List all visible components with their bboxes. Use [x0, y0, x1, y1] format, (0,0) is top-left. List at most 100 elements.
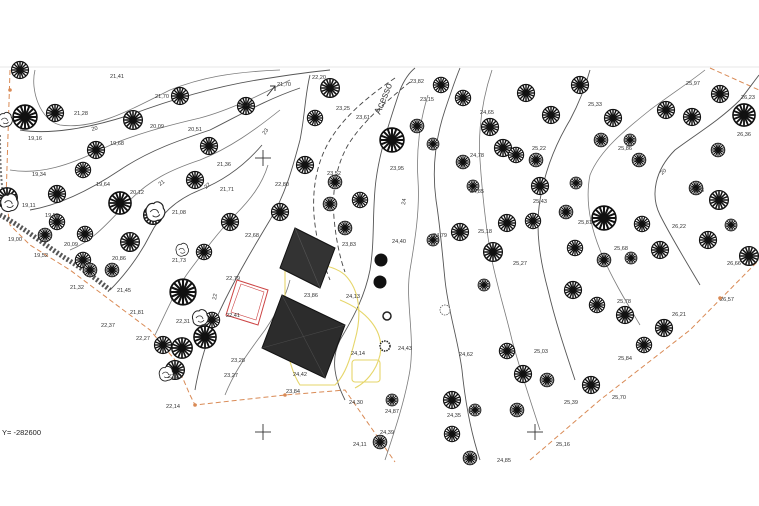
elevation-label: 24,87 [385, 409, 399, 415]
elevation-label: 19,00 [8, 237, 22, 243]
tree-icon [513, 364, 533, 384]
elevation-label: 21,70 [155, 94, 169, 100]
tree-icon [86, 140, 106, 160]
elevation-label: 19,68 [110, 141, 124, 147]
bush-icon [0, 111, 13, 128]
elevation-label: 25,97 [686, 81, 700, 87]
elevation-label: 25,43 [533, 199, 547, 205]
elevation-label: 20,09 [150, 124, 164, 130]
elevation-label: 21,18 [238, 102, 252, 108]
tree-icon [654, 318, 674, 338]
tree-icon [185, 170, 205, 190]
elevation-label: 23,86 [304, 293, 318, 299]
elevation-label: 22,41 [226, 313, 240, 319]
elevation-label: 19,11 [22, 203, 36, 209]
tree-icon [443, 425, 461, 443]
tree-icon [432, 76, 450, 94]
tree-icon [119, 231, 141, 253]
tree-icon [724, 218, 738, 232]
elevation-label: 25,81 [578, 220, 592, 226]
elevation-label: 25,22 [532, 146, 546, 152]
tree-icon [379, 127, 405, 153]
elevation-label: 24,11 [353, 442, 367, 448]
elevation-label: 21,08 [172, 210, 186, 216]
tree-icon [623, 133, 637, 147]
tree-icon [530, 176, 550, 196]
elevation-label: 23,82 [410, 79, 424, 85]
contour-label: 22 [212, 293, 219, 300]
elevation-label: 21,73 [172, 258, 186, 264]
tree-icon [563, 280, 583, 300]
contour-label: 20 [659, 168, 668, 177]
point-marker [373, 275, 387, 289]
contour-label: 23 [262, 128, 270, 137]
elevation-label: 20,51 [188, 127, 202, 133]
tree-icon [455, 154, 471, 170]
tree-icon [528, 152, 544, 168]
elevation-label: 22,37 [101, 323, 115, 329]
bush-icon [145, 201, 166, 222]
tree-icon [631, 152, 647, 168]
tree-icon [45, 103, 65, 123]
elevation-label: 23,52 [327, 171, 341, 177]
tree-icon [306, 109, 324, 127]
boundary-markers [8, 88, 722, 407]
tree-icon [426, 137, 440, 151]
tree-icon [351, 191, 369, 209]
elevation-label: 21,45 [117, 288, 131, 294]
elevation-label: 24,79 [433, 233, 447, 239]
tree-icon [558, 204, 574, 220]
bush-icon [0, 193, 19, 213]
elevation-label: 26,36 [737, 132, 751, 138]
tree-icon [698, 230, 718, 250]
tree-icon [108, 191, 132, 215]
point-marker [379, 340, 391, 352]
north-arrow-icon [266, 85, 276, 97]
tree-icon [591, 205, 617, 231]
tree-icon [498, 342, 516, 360]
tree-icon [524, 212, 542, 230]
tree-icon [295, 155, 315, 175]
road-edge [0, 134, 112, 292]
elevation-label: 23,15 [420, 97, 434, 103]
tree-icon [516, 83, 536, 103]
contour-label: 22 [203, 182, 212, 191]
tree-icon [507, 146, 525, 164]
elevation-label: 25,18 [478, 229, 492, 235]
tree-icon [450, 222, 470, 242]
elevation-label: 25,78 [617, 299, 631, 305]
buildings [225, 227, 346, 379]
tree-icon [454, 89, 472, 107]
tree-icon [480, 117, 500, 137]
elevation-label: 23,28 [231, 358, 245, 364]
tree-icon [462, 450, 478, 466]
elevation-label: 24,42 [293, 372, 307, 378]
elevation-label: 26,23 [741, 95, 755, 101]
tree-icon [588, 296, 606, 314]
tree-icon [170, 86, 190, 106]
elevation-label: 19,52 [34, 253, 48, 259]
elevation-label: 19,16 [28, 136, 42, 142]
tree-icon [122, 109, 144, 131]
elevation-label: 24,30 [349, 400, 363, 406]
elevation-label: 23,61 [356, 115, 370, 121]
tree-icon [581, 375, 601, 395]
elevation-label: 21,71 [220, 187, 234, 193]
tree-icon [482, 241, 504, 263]
tree-icon [593, 132, 609, 148]
elevation-label: 25,39 [564, 400, 578, 406]
tree-icon [710, 84, 730, 104]
elevation-label: 22,27 [136, 336, 150, 342]
tree-icon [477, 278, 491, 292]
tree-icon [170, 336, 194, 360]
top-margin [0, 0, 759, 66]
elevation-label: 24,39 [380, 430, 394, 436]
elevation-label: 21,32 [70, 285, 84, 291]
elevation-label: 22,80 [275, 182, 289, 188]
elevation-label: 22,68 [245, 233, 259, 239]
elevation-label: 24,43 [398, 346, 412, 352]
elevation-label: 21,41 [110, 74, 124, 80]
tree-icon [468, 403, 482, 417]
tree-icon [337, 220, 353, 236]
